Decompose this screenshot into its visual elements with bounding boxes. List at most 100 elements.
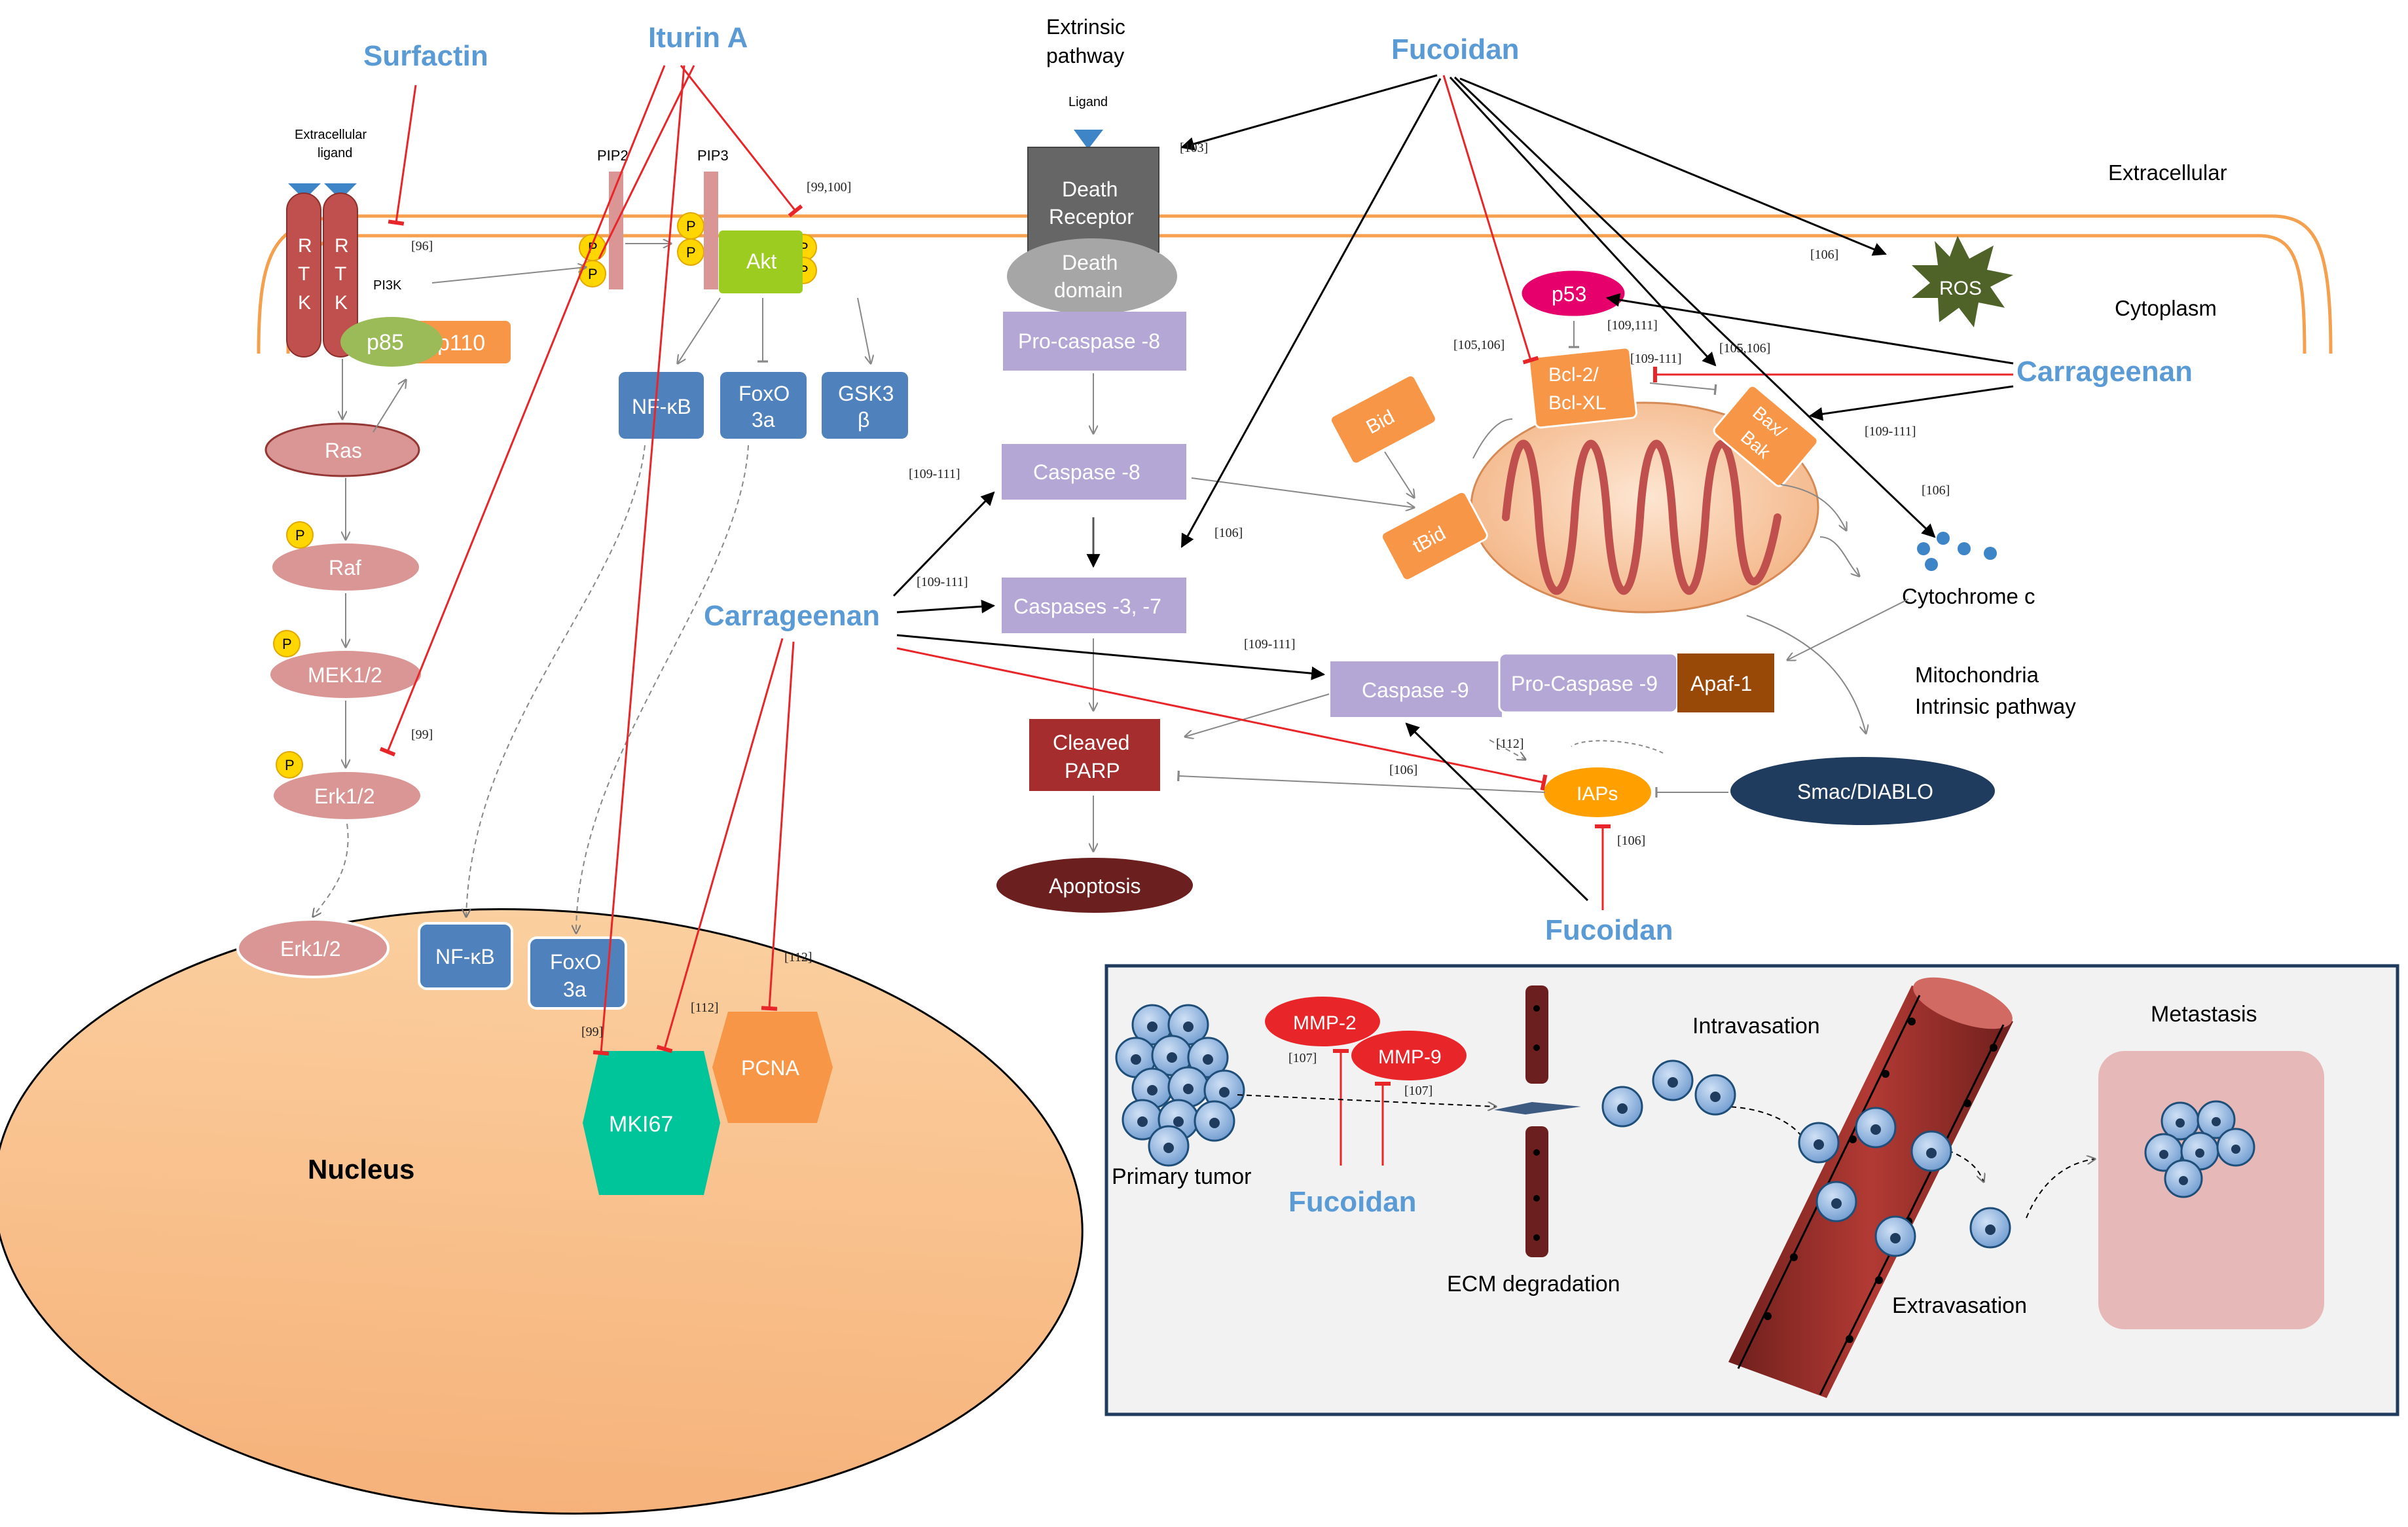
svg-text:PCNA: PCNA xyxy=(741,1056,800,1080)
mki67-hexagon: MKI67 xyxy=(583,1051,720,1195)
svg-text:[106]: [106] xyxy=(1810,248,1838,262)
svg-text:Caspase -9: Caspase -9 xyxy=(1362,678,1469,702)
blood-vessel xyxy=(1728,977,2013,1398)
metastasis-label: Metastasis xyxy=(2151,1002,2257,1027)
svg-text:Pro-caspase -8: Pro-caspase -8 xyxy=(1018,329,1160,353)
ligand-label-2: ligand xyxy=(318,146,352,160)
cytochrome-c-label: Cytochrome c xyxy=(1902,584,2035,608)
svg-text:[109-111]: [109-111] xyxy=(917,575,968,589)
p85-oval: p85 xyxy=(340,317,443,367)
cell-membrane xyxy=(257,214,2333,354)
gray-arrows xyxy=(342,244,1909,851)
svg-text:PIP3: PIP3 xyxy=(697,147,729,164)
svg-text:Pro-Caspase -9: Pro-Caspase -9 xyxy=(1511,672,1658,695)
svg-text:NF-κB: NF-κB xyxy=(632,395,691,418)
svg-text:Apoptosis: Apoptosis xyxy=(1049,874,1141,898)
svg-text:P: P xyxy=(686,244,696,261)
mmp2-oval: MMP-2 xyxy=(1265,997,1380,1046)
svg-text:MKI67: MKI67 xyxy=(609,1112,673,1137)
ligand-triangle-1 xyxy=(288,183,321,200)
svg-text:FoxO: FoxO xyxy=(739,382,790,405)
svg-text:Death: Death xyxy=(1062,251,1118,274)
label-extracellular: Extracellular xyxy=(2108,160,2227,185)
pcna-hexagon: PCNA xyxy=(712,1012,833,1123)
red-inhibitors xyxy=(379,65,2013,1056)
svg-text:[107]: [107] xyxy=(1288,1051,1317,1065)
svg-text:Bcl-2/: Bcl-2/ xyxy=(1548,364,1599,386)
svg-text:Apaf-1: Apaf-1 xyxy=(1690,672,1752,695)
rtk-receptor: Extracellular ligand R T K R T K xyxy=(286,128,367,358)
label-intrinsic: Intrinsic pathway xyxy=(1915,694,2076,718)
nuclear-foxo: FoxO 3a xyxy=(528,936,627,1010)
cytochrome-c-dots xyxy=(1917,532,1997,571)
svg-text:[106]: [106] xyxy=(1214,526,1243,540)
metastasis-panel: Primary tumor MMP-2 MMP-9 [107] [107] Fu… xyxy=(1104,964,2399,1416)
svg-text:R: R xyxy=(335,235,349,257)
svg-text:NF-κB: NF-κB xyxy=(435,945,495,968)
svg-text:[106]: [106] xyxy=(1922,483,1950,498)
svg-text:p53: p53 xyxy=(1552,282,1586,306)
gray-inhibitors xyxy=(757,298,1728,798)
svg-text:[109-111]: [109-111] xyxy=(1630,352,1682,366)
nucleus-label: Nucleus xyxy=(308,1154,414,1185)
svg-text:[96]: [96] xyxy=(411,239,433,253)
tbid-box: tBid xyxy=(1380,490,1488,581)
label-mitochondria: Mitochondria xyxy=(1915,663,2039,687)
akt-box: Akt xyxy=(719,230,803,293)
svg-text:[99,100]: [99,100] xyxy=(807,180,851,194)
svg-text:[106]: [106] xyxy=(1617,834,1645,848)
primary-tumor-cluster xyxy=(1115,1004,1245,1167)
svg-text:[109-111]: [109-111] xyxy=(1865,424,1916,439)
svg-text:[106]: [106] xyxy=(1389,763,1417,777)
svg-text:MMP-9: MMP-9 xyxy=(1378,1046,1442,1068)
extrinsic-ligand xyxy=(1074,130,1103,149)
svg-text:T: T xyxy=(298,263,310,285)
ligand-triangle-2 xyxy=(324,183,357,200)
procaspase9-box: Pro-Caspase -9 xyxy=(1498,652,1679,714)
svg-text:Death: Death xyxy=(1062,177,1118,201)
svg-text:PIP2: PIP2 xyxy=(597,147,629,164)
svg-text:MEK1/2: MEK1/2 xyxy=(308,663,382,687)
cleaved-parp-box: Cleaved PARP xyxy=(1029,719,1160,791)
svg-text:MMP-2: MMP-2 xyxy=(1293,1012,1357,1034)
drug-fucoidan-top: Fucoidan xyxy=(1391,33,1520,65)
ligand-label-1: Extracellular xyxy=(295,128,367,142)
raf-node: Raf xyxy=(272,543,419,591)
svg-text:[107]: [107] xyxy=(1404,1084,1432,1098)
death-receptor: Death Receptor xyxy=(1027,147,1159,253)
mmp9-oval: MMP-9 xyxy=(1351,1031,1467,1080)
svg-text:R: R xyxy=(298,235,312,257)
svg-text:[109,111]: [109,111] xyxy=(1607,318,1658,333)
svg-text:[99]: [99] xyxy=(581,1025,603,1039)
extrinsic-label-1: Extrinsic xyxy=(1046,15,1125,39)
svg-text:Caspase -8: Caspase -8 xyxy=(1033,460,1140,484)
drug-surfactin: Surfactin xyxy=(363,40,488,72)
svg-text:ROS: ROS xyxy=(1939,278,1982,299)
ligand-label: Ligand xyxy=(1068,95,1108,109)
svg-text:[112]: [112] xyxy=(1496,737,1524,751)
death-domain: Death domain xyxy=(1007,238,1177,314)
primary-tumor-label: Primary tumor xyxy=(1112,1164,1251,1189)
intravasation-label: Intravasation xyxy=(1692,1014,1820,1039)
bid-box: Bid xyxy=(1329,374,1437,465)
svg-text:P: P xyxy=(285,757,295,773)
svg-text:p110: p110 xyxy=(437,331,485,356)
svg-text:Receptor: Receptor xyxy=(1049,205,1134,229)
bcl2-box: Bcl-2/ Bcl-XL xyxy=(1528,346,1637,429)
svg-text:Akt: Akt xyxy=(746,249,776,273)
drug-carrageenan-right: Carrageenan xyxy=(2016,356,2193,388)
bax-box: Bax/ Bak xyxy=(1713,384,1819,487)
extravasation-label: Extravasation xyxy=(1892,1293,2027,1318)
svg-text:Bcl-XL: Bcl-XL xyxy=(1548,392,1606,414)
caspase9-box: Caspase -9 xyxy=(1330,661,1502,717)
drug-fucoidan-iaps: Fucoidan xyxy=(1545,914,1673,946)
svg-text:Raf: Raf xyxy=(329,556,361,580)
svg-text:[112]: [112] xyxy=(691,1001,719,1015)
svg-text:[109-111]: [109-111] xyxy=(1244,637,1296,652)
svg-text:P: P xyxy=(295,527,305,543)
extrinsic-label-2: pathway xyxy=(1046,44,1124,67)
p53-oval: p53 xyxy=(1520,268,1627,318)
apaf1-box: Apaf-1 xyxy=(1677,653,1774,712)
svg-text:[112]: [112] xyxy=(784,950,812,965)
